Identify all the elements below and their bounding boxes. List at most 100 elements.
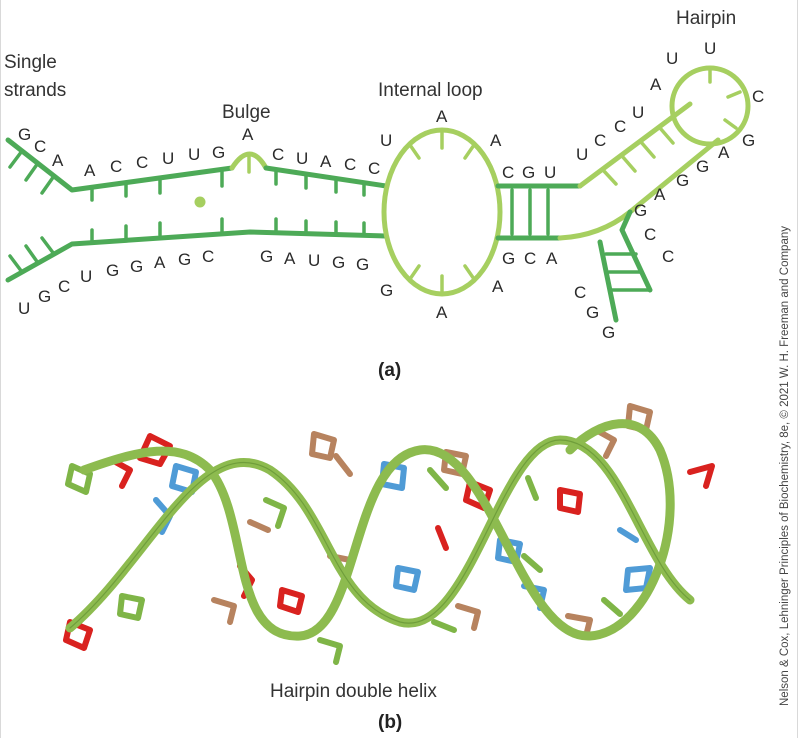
base-brown — [565, 613, 593, 639]
nucleotide: G — [676, 171, 689, 190]
base-green — [431, 619, 457, 633]
label-bulge: Bulge — [222, 102, 271, 123]
nucleotide: U — [632, 103, 644, 122]
nucleotide: C — [524, 249, 536, 268]
nucleotide: C — [110, 157, 122, 176]
nucleotide: A — [84, 161, 96, 180]
nucleotides-bottom-strand: U G C U G G A G C G A U G G — [18, 247, 369, 318]
base-brown — [247, 519, 271, 533]
hairpin-stem-pairs — [601, 126, 675, 186]
stem1-top-strand-right — [263, 165, 389, 189]
stem1-bottom-strand — [5, 229, 389, 283]
base-blue — [393, 565, 421, 593]
nucleotide: G — [602, 323, 615, 342]
nucleotide: C — [502, 163, 514, 182]
bulge-loop — [229, 151, 269, 171]
nucleotide: G — [356, 255, 369, 274]
helix-backbone-strand-2 — [79, 419, 675, 641]
copyright-credit: Nelson & Cox, Lehninger Principles of Bi… — [779, 226, 791, 706]
nucleotide: U — [18, 299, 30, 318]
nucleotide: C — [272, 145, 284, 164]
nucleotide: A — [650, 75, 662, 94]
nucleotide: U — [80, 267, 92, 286]
internal-loop — [381, 127, 503, 297]
stem1-top-strand — [5, 137, 235, 193]
base-green — [317, 637, 343, 665]
nucleotide: C — [574, 283, 586, 302]
nucleotide: C — [594, 131, 606, 150]
nucleotide: U — [380, 131, 392, 150]
nucleotide: A — [320, 152, 332, 171]
helix-caption: Hairpin double helix — [270, 681, 437, 702]
gu-wobble-dot — [194, 196, 206, 208]
tail-stem-left — [619, 209, 653, 293]
nucleotide: C — [614, 117, 626, 136]
nucleotides-tail: C G G — [574, 283, 615, 342]
nucleotide: G — [332, 253, 345, 272]
nucleotide: A — [718, 143, 730, 162]
nucleotide: U — [188, 145, 200, 164]
label-hairpin: Hairpin — [676, 8, 736, 29]
single-strand-ticks — [8, 149, 56, 274]
nucleotide: U — [308, 251, 320, 270]
base-green — [117, 593, 145, 621]
nucleotide: G — [212, 143, 225, 162]
nucleotide: A — [242, 125, 254, 144]
label-internal-loop: Internal loop — [378, 80, 483, 101]
panel-label-a: (a) — [378, 360, 401, 381]
nucleotide: C — [644, 225, 656, 244]
nucleotide: C — [752, 87, 764, 106]
nucleotide: G — [696, 157, 709, 176]
nucleotide: G — [380, 281, 393, 300]
nucleotide: C — [58, 277, 70, 296]
nucleotide: C — [202, 247, 214, 266]
nucleotide: A — [654, 185, 666, 204]
nucleotides-hairpin: U C C U A U U C G A G G A G C C — [576, 39, 764, 266]
base-green — [521, 553, 543, 573]
nucleotide: A — [52, 151, 64, 170]
base-red — [63, 619, 93, 651]
nucleotide: U — [576, 145, 588, 164]
stem2-base-pairs — [510, 188, 550, 236]
nucleotide: G — [178, 250, 191, 269]
base-red — [435, 525, 449, 551]
nucleotides-internal-loop: U A A G A A — [380, 107, 504, 322]
hairpin-loop — [669, 65, 751, 147]
base-green — [525, 475, 539, 501]
nucleotide: G — [260, 247, 273, 266]
nucleotide: A — [492, 277, 504, 296]
base-brown — [455, 603, 481, 631]
nucleotide: C — [344, 155, 356, 174]
base-red — [557, 487, 583, 515]
base-brown — [309, 431, 337, 461]
nucleotide: A — [284, 249, 296, 268]
tail-stem-right — [597, 239, 619, 323]
base-red — [687, 463, 715, 489]
nucleotide: A — [546, 249, 558, 268]
nucleotide: G — [106, 261, 119, 280]
nucleotide: C — [368, 159, 380, 178]
hairpin-loop-ticks — [708, 68, 742, 130]
nucleotide: A — [154, 253, 166, 272]
nucleotide: G — [742, 131, 755, 150]
nucleotide: G — [502, 249, 515, 268]
nucleotide: G — [18, 125, 31, 144]
nucleotide: A — [490, 131, 502, 150]
nucleotide: A — [436, 107, 448, 126]
nucleotides-stem2: C G U G C A — [502, 163, 558, 268]
hairpin-double-helix-3d: Hairpin double helix (b) — [63, 403, 715, 733]
helix-backbone-outline — [69, 439, 691, 629]
nucleotide: C — [136, 153, 148, 172]
base-green — [427, 467, 449, 491]
nucleotide: G — [634, 201, 647, 220]
tail-stem-pairs — [604, 252, 652, 292]
base-brown — [211, 597, 237, 625]
frame-left-border — [0, 0, 1, 738]
nucleotide: U — [296, 149, 308, 168]
stem1-base-pairs — [90, 170, 366, 243]
nucleotide: U — [666, 49, 678, 68]
nucleotide: G — [38, 287, 51, 306]
label-single-strands-line1: Single — [4, 52, 57, 73]
